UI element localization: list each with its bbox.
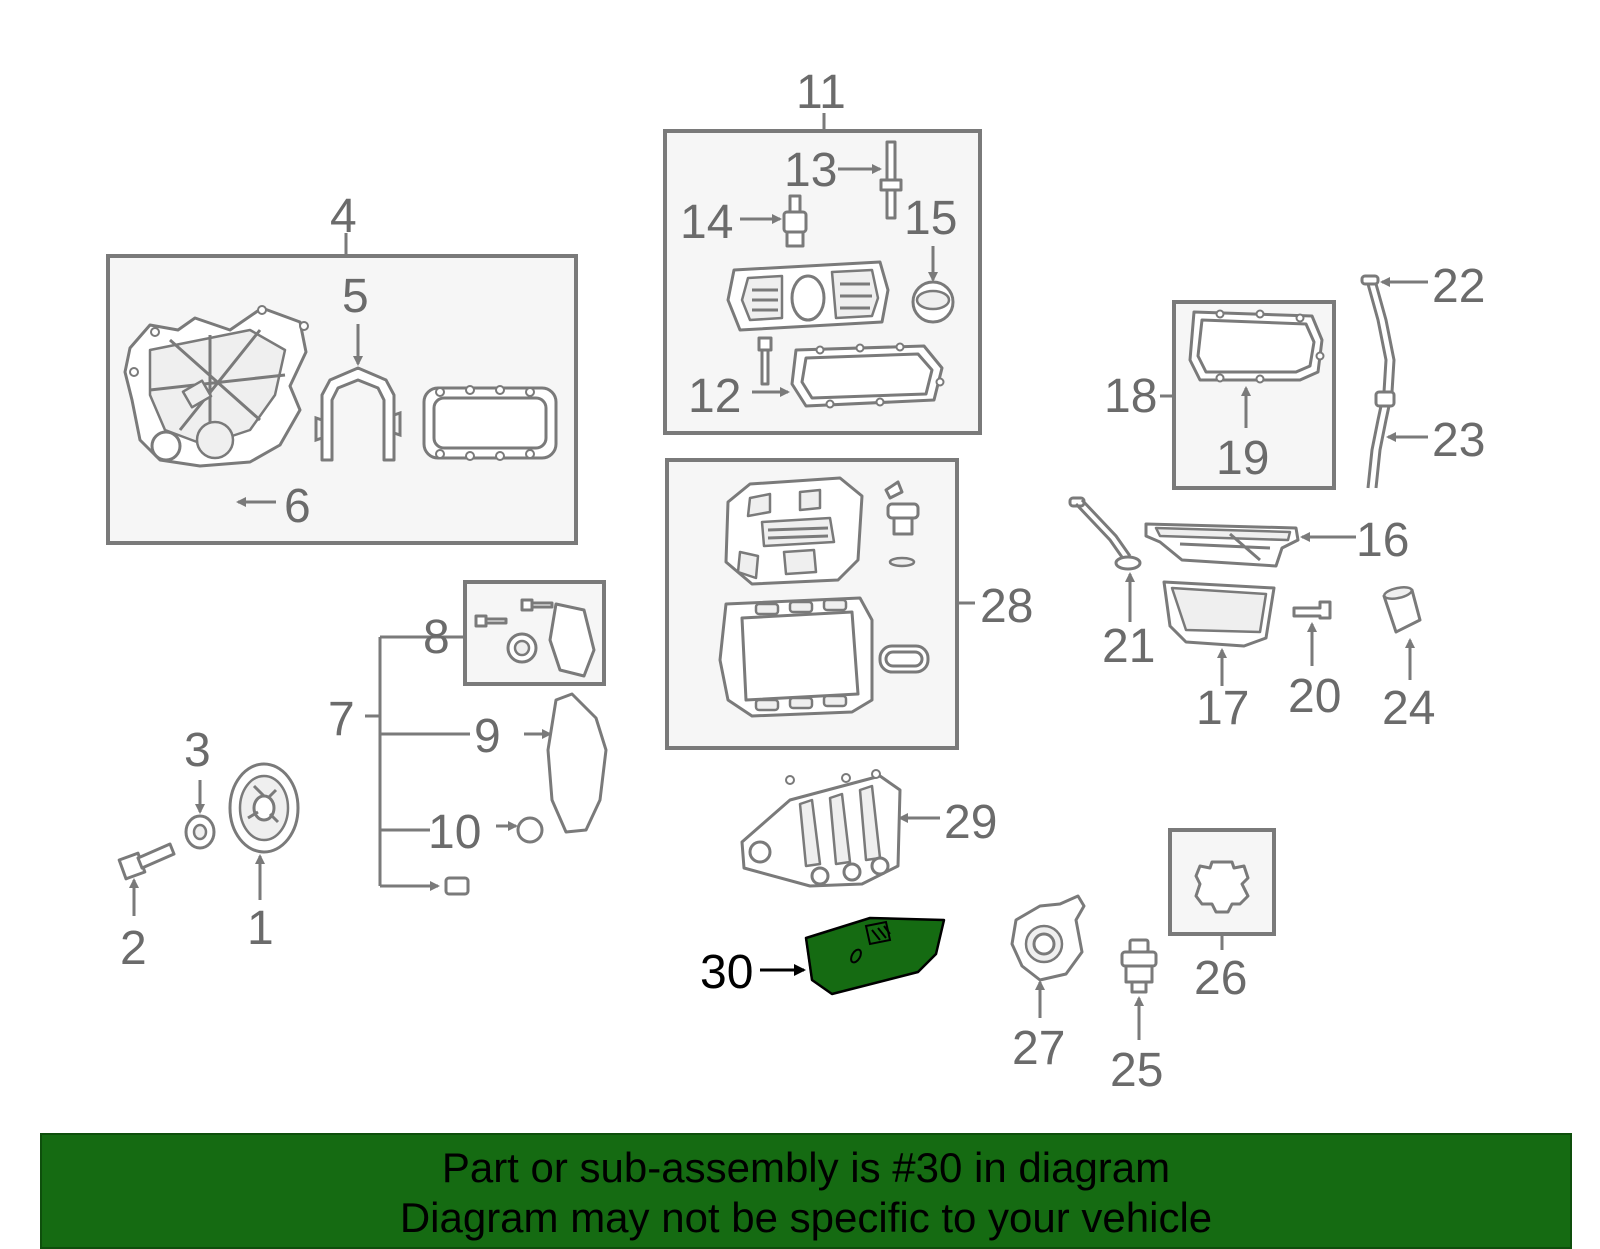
- callout-1: 1: [247, 902, 274, 955]
- oil-filter-adapter-box-26: [1168, 828, 1276, 950]
- callout-6: 6: [284, 480, 311, 533]
- bolt-part-2[interactable]: [117, 842, 176, 881]
- callout-24: 24: [1382, 682, 1435, 735]
- timing-cover-gasket-part[interactable]: [320, 366, 396, 462]
- callout-13: 13: [784, 144, 837, 197]
- callout-30: 30: [700, 946, 753, 999]
- timing-cover-group-box: [106, 233, 578, 545]
- bolt-part[interactable]: [474, 598, 554, 628]
- callout-9: 9: [474, 710, 501, 763]
- sensor-part-20[interactable]: [1292, 600, 1332, 620]
- callout-4: 4: [330, 190, 357, 243]
- crankshaft-pulley-part-1[interactable]: [228, 762, 300, 854]
- upper-intake-plenum-part[interactable]: [724, 476, 864, 586]
- plug-part[interactable]: [444, 876, 470, 896]
- callout-21: 21: [1102, 620, 1155, 673]
- callout-12: 12: [688, 370, 741, 423]
- valve-cover-part[interactable]: [726, 260, 890, 332]
- water-pump-gasket-part[interactable]: [548, 602, 596, 678]
- valve-cover-group-box: [663, 113, 982, 435]
- callout-19: 19: [1216, 432, 1269, 485]
- callout-3: 3: [184, 724, 211, 777]
- banner-line-2: Diagram may not be specific to your vehi…: [399, 1194, 1213, 1241]
- callout-22: 22: [1432, 260, 1485, 313]
- dipstick-part[interactable]: [1360, 274, 1396, 489]
- callout-26: 26: [1194, 952, 1247, 1005]
- gasket-part-9[interactable]: [546, 692, 608, 834]
- callout-15: 15: [904, 192, 957, 245]
- intake-manifold-part-30[interactable]: [804, 916, 946, 996]
- callout-14: 14: [680, 196, 733, 249]
- oil-pan-gasket-box-18: [1160, 300, 1336, 490]
- callout-27: 27: [1012, 1022, 1065, 1075]
- oil-pressure-sender-part-25[interactable]: [1120, 938, 1158, 994]
- valve-cover-gasket-part-12[interactable]: [790, 342, 945, 409]
- callout-23: 23: [1432, 414, 1485, 467]
- intake-gasket-part[interactable]: [718, 596, 874, 718]
- callout-20: 20: [1288, 670, 1341, 723]
- callout-16: 16: [1356, 514, 1409, 567]
- callout-8: 8: [423, 611, 450, 664]
- lower-intake-manifold-part-29[interactable]: [740, 769, 902, 888]
- oil-pan-lower-part-17[interactable]: [1162, 580, 1276, 648]
- callout-17: 17: [1196, 682, 1249, 735]
- o-ring-part-10[interactable]: [516, 816, 544, 844]
- bolt-part[interactable]: [757, 336, 773, 386]
- cover-part-27[interactable]: [1010, 894, 1086, 982]
- callout-5: 5: [342, 270, 369, 323]
- callout-29: 29: [944, 796, 997, 849]
- callout-28: 28: [980, 580, 1033, 633]
- sensor-part[interactable]: [884, 480, 920, 568]
- callout-10: 10: [428, 806, 481, 859]
- info-banner: Part or sub-assembly is #30 in diagram D…: [40, 1133, 1572, 1249]
- grommet-part-14[interactable]: [782, 194, 808, 248]
- oil-filter-part-24[interactable]: [1382, 585, 1422, 634]
- water-pump-group: [365, 580, 608, 896]
- callout-11: 11: [796, 66, 846, 119]
- o-ring-part[interactable]: [878, 644, 930, 674]
- callout-25: 25: [1110, 1044, 1163, 1097]
- gear-part-26[interactable]: [1194, 860, 1250, 914]
- oil-fill-cap-part-15[interactable]: [911, 280, 955, 324]
- banner-line-1: Part or sub-assembly is #30 in diagram: [441, 1144, 1171, 1191]
- callout-7: 7: [328, 693, 355, 746]
- stud-part-13[interactable]: [879, 140, 903, 220]
- callout-18: 18: [1104, 370, 1157, 423]
- water-pump-part[interactable]: [506, 632, 538, 664]
- intake-manifold-group-box: [665, 458, 975, 750]
- callout-2: 2: [120, 922, 147, 975]
- washer-part-3[interactable]: [184, 814, 216, 850]
- oil-pan-upper-part-16[interactable]: [1144, 522, 1300, 568]
- oil-pickup-tube-part-21[interactable]: [1068, 496, 1142, 571]
